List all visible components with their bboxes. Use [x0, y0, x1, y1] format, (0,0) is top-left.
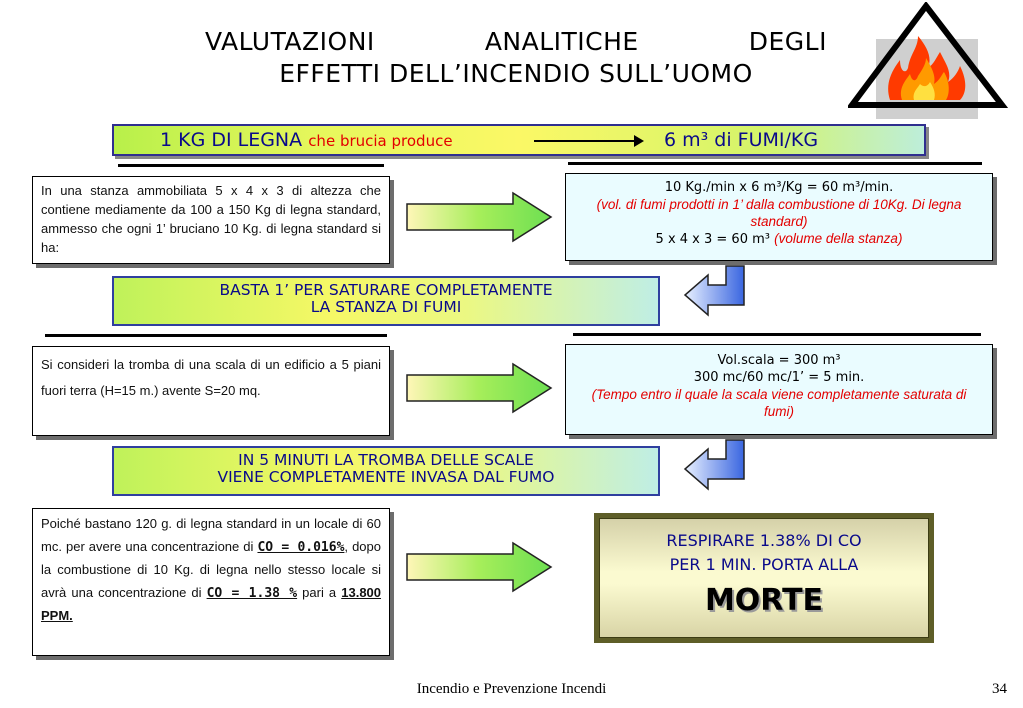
calc2-note: (Tempo entro il quale la scala viene com…	[591, 387, 967, 419]
calc-line-3: 5 x 4 x 3 = 60 m³	[655, 232, 775, 247]
page-number: 34	[992, 681, 1007, 697]
title-line-2: EFFETTI DELL’INCENDIO SULL’UOMO	[279, 59, 753, 88]
title-word-3: DEGLI	[748, 27, 827, 56]
divider-left-1	[118, 164, 384, 167]
section1-text-box: In una stanza ammobiliata 5 x 4 x 3 di a…	[32, 176, 390, 264]
co-value-2: CO = 1.38 %	[206, 585, 298, 601]
section2-text-box: Si consideri la tromba di una scala di u…	[32, 346, 390, 436]
right-arrow-icon	[406, 191, 553, 243]
conclusion2-line2: VIENE COMPLETAMENTE INVASA DAL FUMO	[217, 468, 555, 486]
header-red-text: che brucia produce	[308, 132, 453, 150]
calc2-line-1: Vol.scala = 300 m³	[717, 353, 841, 368]
return-arrow-icon	[683, 265, 745, 317]
conclusion2-line1: IN 5 MINUTI LA TROMBA DELLE SCALE	[238, 451, 534, 469]
section2-conclusion: IN 5 MINUTI LA TROMBA DELLE SCALE VIENE …	[112, 446, 660, 496]
calc-note-1: (vol. di fumi prodotti in 1’ dalla combu…	[596, 197, 962, 229]
section1-calc-box: 10 Kg./min x 6 m³/Kg = 60 m³/min. (vol. …	[565, 173, 993, 261]
section3-text-box: Poiché bastano 120 g. di legna standard …	[32, 508, 390, 656]
calc2-line-2: 300 mc/60 mc/1’ = 5 min.	[693, 370, 865, 385]
death-word: MORTE	[704, 583, 824, 618]
return-arrow-icon	[683, 439, 745, 491]
section2-calc-box: Vol.scala = 300 m³ 300 mc/60 mc/1’ = 5 m…	[565, 344, 993, 435]
section3-text-1: Poiché bastano 120 g. di legna standard …	[41, 516, 381, 554]
title-word-2: ANALITICHE	[484, 27, 639, 56]
divider-right-2	[573, 333, 981, 336]
header-bar: 1 KG DI LEGNA che brucia produce 6 m³ di…	[112, 124, 926, 156]
conclusion1-line2: LA STANZA DI FUMI	[310, 298, 462, 316]
right-arrow-icon	[406, 541, 553, 593]
footer-text: Incendio e Prevenzione Incendi	[416, 681, 607, 697]
title-word-1: VALUTAZIONI	[205, 27, 375, 56]
section2-text: Si consideri la tromba di una scala di u…	[41, 357, 381, 398]
calc-line-1: 10 Kg./min x 6 m³/Kg = 60 m³/min.	[664, 180, 894, 195]
section1-conclusion: BASTA 1’ PER SATURARE COMPLETAMENTE LA S…	[112, 276, 660, 326]
section3-text-3: pari a	[297, 584, 342, 600]
ppm-value: 13.800 PPM.	[41, 584, 382, 624]
death-warning-box: RESPIRARE 1.38% DI CO PER 1 MIN. PORTA A…	[594, 513, 934, 643]
header-text-left: 1 KG DI LEGNA che brucia produce	[160, 129, 453, 151]
divider-right-1	[568, 162, 982, 165]
right-arrow-icon	[406, 362, 553, 414]
calc-note-3: (volume della stanza)	[774, 231, 903, 246]
fire-warning-icon	[848, 2, 1008, 119]
header-text-right: 6 m³ di FUMI/KG	[664, 129, 819, 151]
page-title: VALUTAZIONI ANALITICHE DEGLI EFFETTI DEL…	[205, 26, 827, 90]
death-line-1: RESPIRARE 1.38% DI CO	[666, 531, 862, 550]
conclusion1-line1: BASTA 1’ PER SATURARE COMPLETAMENTE	[219, 281, 553, 299]
co-value-1: CO = 0.016%	[257, 539, 345, 555]
header-arrow-icon	[534, 135, 644, 147]
death-line-2: PER 1 MIN. PORTA ALLA	[669, 555, 859, 574]
divider-left-2	[45, 334, 387, 337]
section3-text-2: , dopo la combustione di 10 Kg. di legna…	[41, 538, 381, 600]
